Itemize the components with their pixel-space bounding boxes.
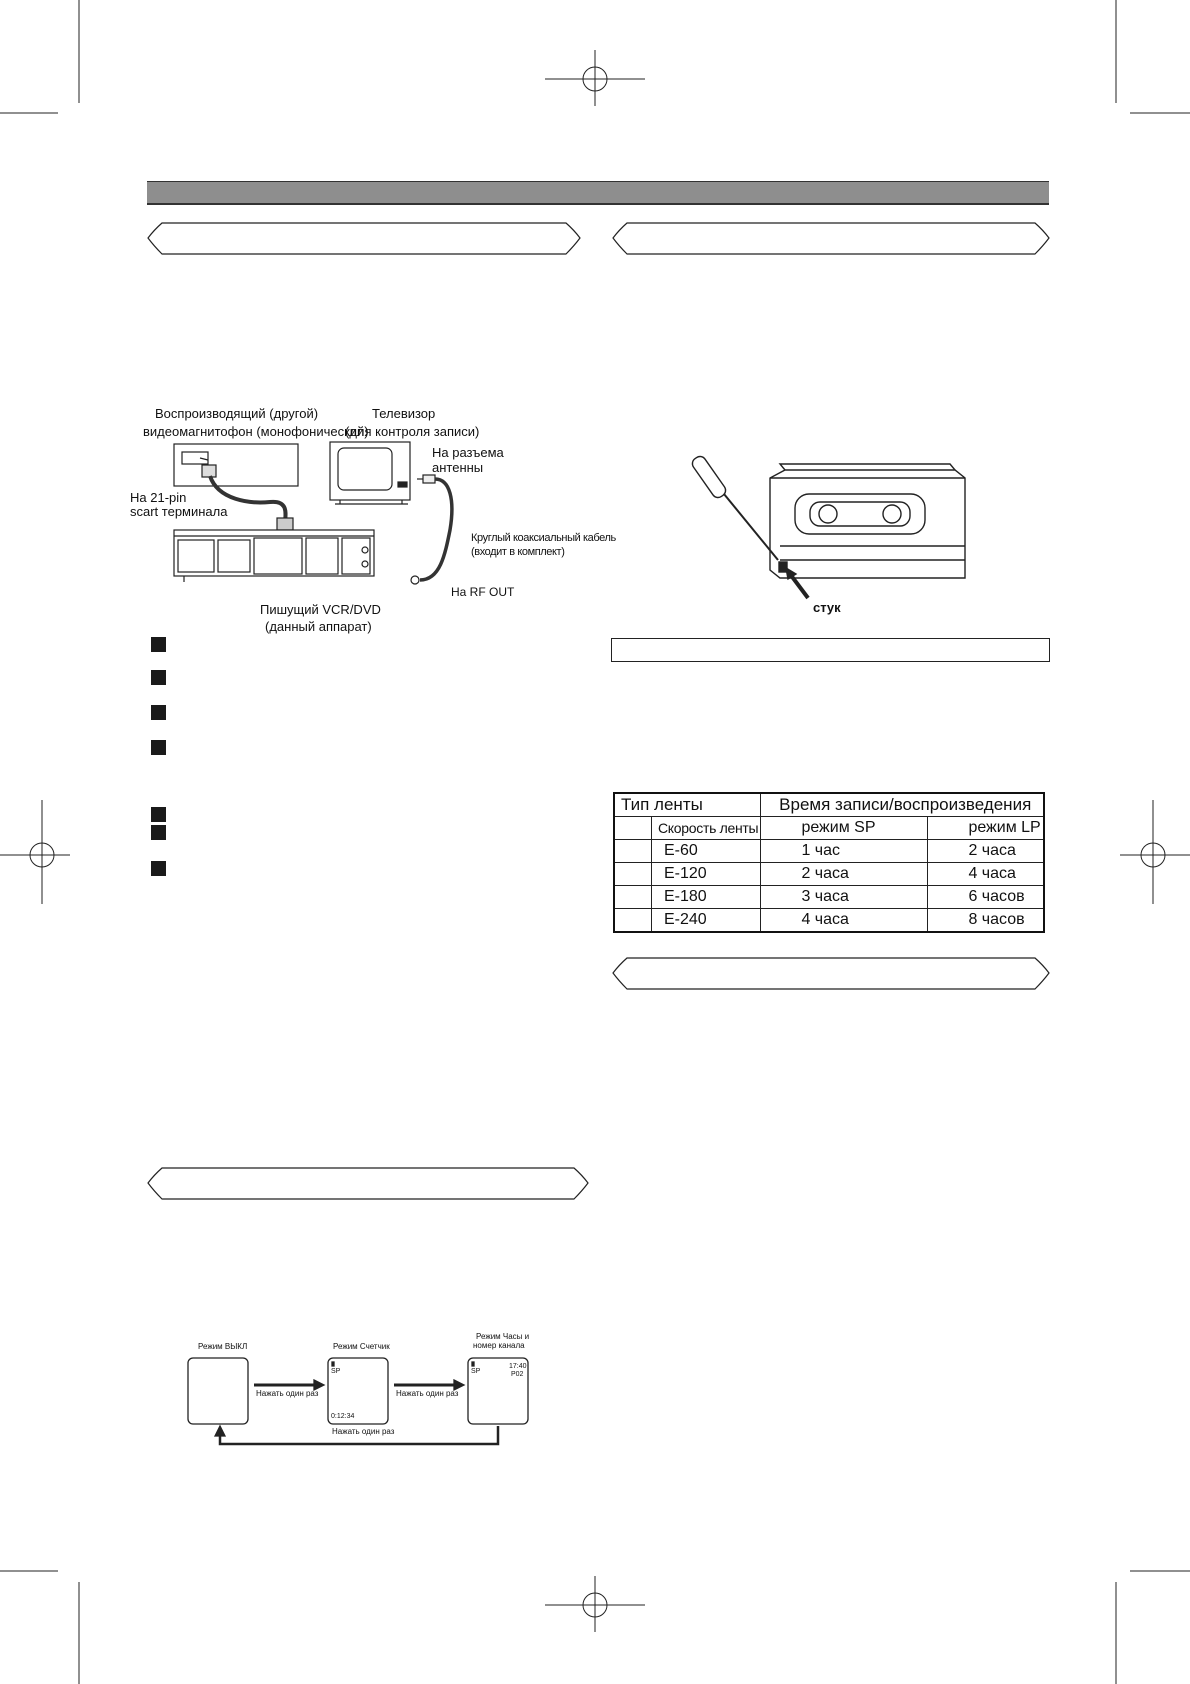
step-marker-6	[151, 825, 166, 840]
tape-length-table: Тип ленты Время записи/воспроизведения С…	[613, 792, 1045, 933]
sp-cell: 4 часа	[760, 908, 929, 933]
header-tape-type: Тип ленты	[613, 792, 762, 817]
screen-clock-icon	[467, 1357, 529, 1425]
antenna-label-2: антенны	[432, 460, 484, 475]
scart-label-2: scart терминала	[130, 504, 228, 519]
clock-speed: SP	[471, 1368, 481, 1375]
header-sp-mode: режим SP	[760, 816, 929, 840]
tv-label: Телевизор	[372, 406, 436, 421]
tv-label-2: (для контроля записи)	[345, 424, 480, 439]
table-subheader-row: Скорость ленты режим SP режим LP	[613, 816, 1045, 840]
recorder-label-2: (данный аппарат)	[265, 619, 372, 634]
table-row: E-180 3 часа 6 часов	[613, 885, 1045, 909]
section-banner-left-top	[147, 222, 581, 255]
step-marker-4	[151, 740, 166, 755]
cable-label-2: (входит в комплект)	[471, 546, 565, 558]
mode-counter-label: Режим Счетчик	[333, 1342, 390, 1351]
cable-label: Круглый коаксиальный кабель	[471, 532, 616, 544]
mode-clock-label: Режим Часы и	[476, 1332, 530, 1341]
table-header-row: Тип ленты Время записи/воспроизведения	[613, 792, 1045, 817]
source-vcr-label-2: видеомагнитофон (монофонический)	[143, 424, 369, 439]
click-label: стук	[813, 600, 841, 615]
step-marker-2	[151, 670, 166, 685]
section-banner-left-bottom	[147, 1167, 589, 1200]
recorder-label: Пишущий VCR/DVD	[260, 602, 381, 617]
tape-cell: E-240	[650, 908, 762, 933]
note-box	[611, 638, 1050, 662]
cassette-figure	[691, 455, 966, 600]
page-header-rule	[147, 204, 1049, 205]
source-vcr-icon	[173, 443, 299, 487]
section-banner-right-mid	[612, 957, 1050, 990]
tape-cell: E-180	[650, 885, 762, 909]
press-once-label-2: Нажать один раз	[396, 1389, 459, 1398]
header-tape-speed: Скорость ленты	[650, 816, 762, 840]
header-recording-time: Время записи/воспроизведения	[760, 792, 1045, 817]
tv-icon	[329, 441, 411, 501]
screwdriver-icon	[691, 455, 779, 561]
page-header-bar	[147, 181, 1049, 204]
sp-cell: 1 час	[760, 839, 929, 863]
display-mode-flow	[187, 1357, 529, 1446]
screen-off-icon	[187, 1357, 249, 1425]
counter-speed: SP	[331, 1368, 341, 1375]
press-once-label-1: Нажать один раз	[256, 1389, 319, 1398]
section-banner-right-top	[612, 222, 1050, 255]
lp-cell: 8 часов	[927, 908, 1045, 933]
source-vcr-label: Воспроизводящий (другой)	[155, 406, 319, 421]
recorder-icon	[173, 529, 375, 577]
clock-channel: P02	[511, 1371, 524, 1378]
step-marker-5	[151, 807, 166, 822]
lp-cell: 2 часа	[927, 839, 1045, 863]
header-lp-mode: режим LP	[927, 816, 1045, 840]
press-once-label-3: Нажать один раз	[332, 1427, 395, 1436]
step-marker-7	[151, 861, 166, 876]
lp-cell: 6 часов	[927, 885, 1045, 909]
sp-cell: 2 часа	[760, 862, 929, 886]
connection-drawing	[173, 441, 454, 585]
step-marker-1	[151, 637, 166, 652]
sp-cell: 3 часа	[760, 885, 929, 909]
clock-time: 17:40	[509, 1363, 527, 1370]
antenna-label: На разъема	[432, 445, 504, 460]
scart-label: На 21-pin	[130, 490, 187, 505]
mode-off-label: Режим ВЫКЛ	[198, 1342, 248, 1351]
rf-out-label: На RF OUT	[451, 585, 515, 599]
table-row: E-120 2 часа 4 часа	[613, 862, 1045, 886]
mode-clock-label-2: номер канала	[473, 1341, 525, 1350]
counter-value: 0:12:34	[331, 1413, 355, 1420]
step-marker-3	[151, 705, 166, 720]
table-row: E-60 1 час 2 часа	[613, 839, 1045, 863]
table-row: E-240 4 часа 8 часов	[613, 908, 1045, 933]
lp-cell: 4 часа	[927, 862, 1045, 886]
tape-cell: E-60	[650, 839, 762, 863]
screen-counter-icon	[327, 1357, 389, 1425]
tape-cell: E-120	[650, 862, 762, 886]
